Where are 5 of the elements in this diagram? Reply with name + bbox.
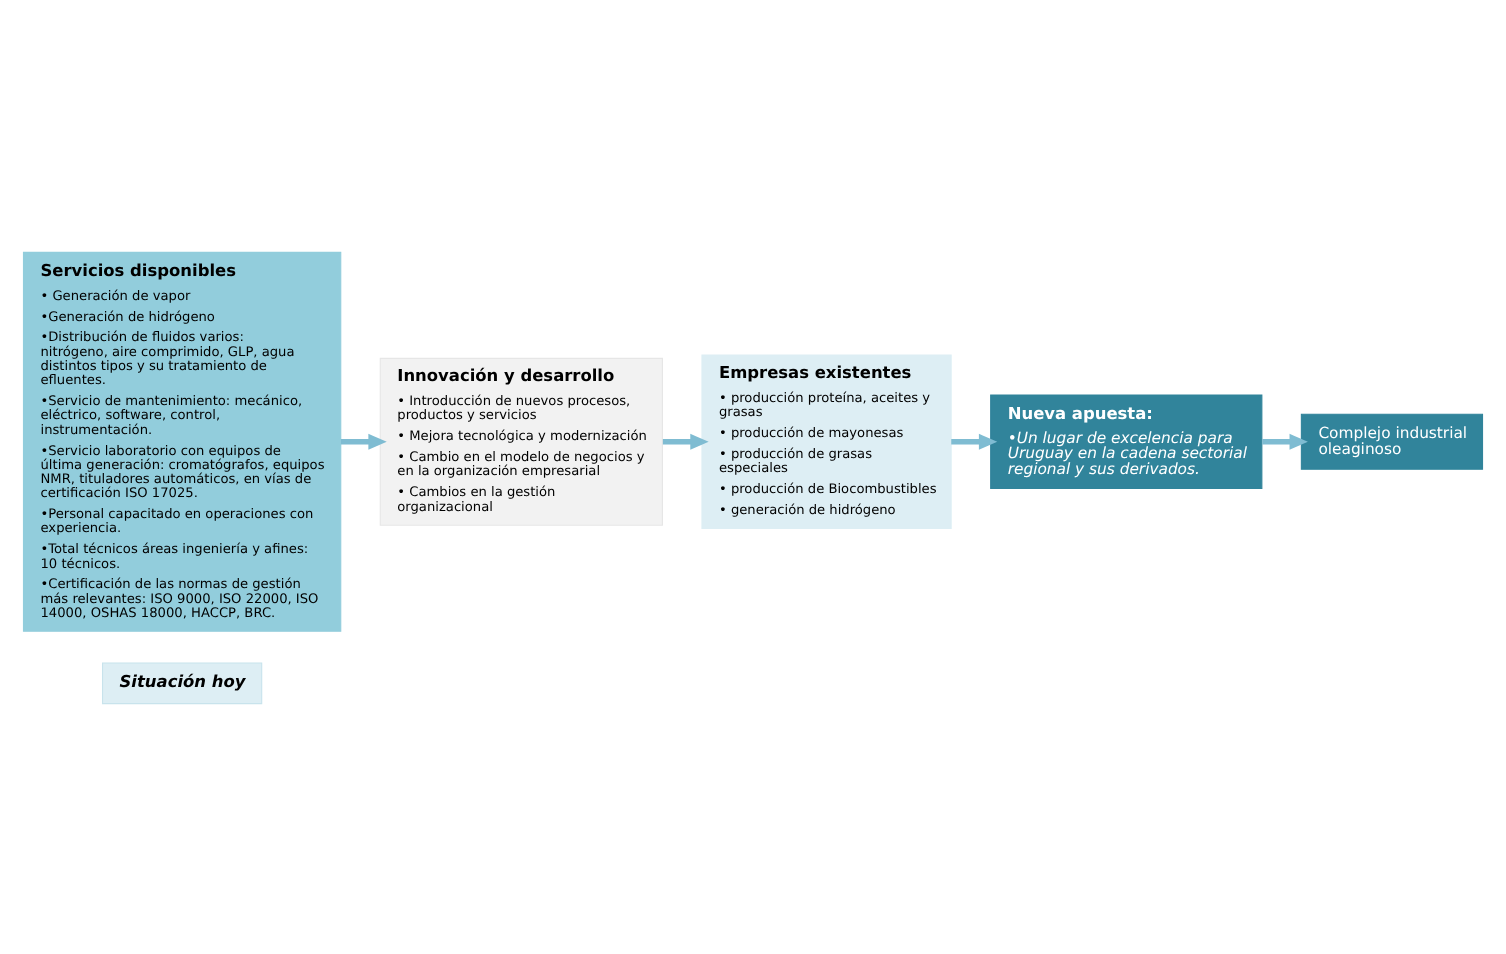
arrow	[662, 432, 709, 449]
arrow	[1262, 432, 1308, 449]
arrow	[951, 432, 998, 449]
node-box: Situación hoy	[101, 661, 263, 704]
arrow	[340, 432, 387, 449]
